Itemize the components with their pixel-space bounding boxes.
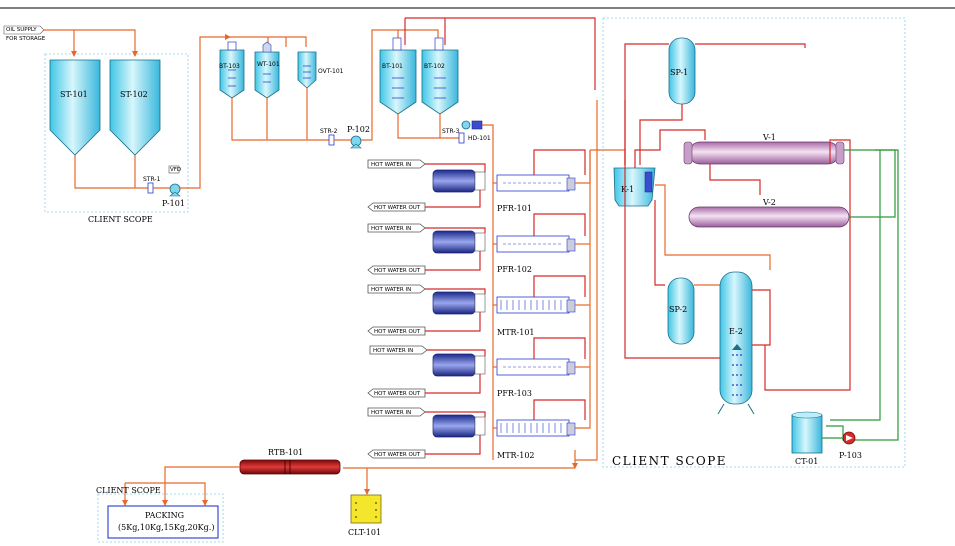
hot-water-in-label-4: HOT WATER IN [373,348,413,354]
hot-water-out-tag-5: HOT WATER OUT [367,449,426,459]
st102-label: ST-102 [120,90,148,99]
hot-water-in-tag-2: HOT WATER IN [367,223,426,233]
oil-supply-sub-label: FOR STORAGE [6,36,46,42]
reactor-pfr102: PFR-102 [432,230,576,274]
mtr101-label: MTR-101 [497,328,535,337]
bt102-label: BT-102 [424,63,445,70]
tank-ovt101: OVT-101 [297,51,344,89]
hot-water-out-label-1: HOT WATER OUT [374,205,421,211]
clt-101-tank: CLT-101 [348,494,382,537]
client-scope-box-packing [97,493,224,543]
hd101-label: HD-101 [468,135,491,142]
hot-water-in-tag-4: HOT WATER IN [369,345,428,355]
client-scope-label-storage: CLIENT SCOPE [88,215,153,224]
clt101-label: CLT-101 [348,528,381,537]
hot-water-in-label-2: HOT WATER IN [371,226,411,232]
pfr103-label: PFR-103 [497,389,532,398]
ct01-label: CT-01 [795,457,818,466]
condenser-v1: V-1 [683,133,845,165]
tank-bt102: BT-102 [421,37,459,115]
separator-sp1: SP-1 [668,37,696,105]
tank-wt101: WT-101 [254,41,280,99]
separator-sp2: SP-2 [667,277,695,345]
client-scope-label-right: CLIENT SCOPE [612,454,727,468]
p103-label: P-103 [839,451,862,460]
reactor-mtr102: MTR-102 [432,414,576,460]
v2-label: V-2 [762,198,776,207]
bt101-label: BT-101 [382,63,403,70]
client-scope-box-right [602,17,906,468]
client-scope-box-storage [44,53,189,213]
hot-water-out-label-3: HOT WATER OUT [374,329,421,335]
reactor-pfr103: PFR-103 [432,353,576,398]
hot-water-in-tag-1: HOT WATER IN [367,159,426,169]
hot-water-out-tag-2: HOT WATER OUT [367,265,426,275]
strainer-str2: STR-2 [320,128,338,146]
wt101-label: WT-101 [257,61,280,68]
pfr101-label: PFR-101 [497,204,532,213]
rtb101-label: RTB-101 [268,448,303,457]
hot-water-out-tag-4: HOT WATER OUT [367,388,426,398]
hot-water-in-label-1: HOT WATER IN [371,162,411,168]
oil-supply-inlet: OIL SUPPLY FOR STORAGE [3,25,46,42]
packing-label: PACKING [145,511,184,520]
hot-water-in-tag-3: HOT WATER IN [367,284,426,294]
st101-label: ST-101 [60,90,88,99]
hot-water-in-tag-5: HOT WATER IN [367,407,426,417]
strainer-str1: STR-1 [143,176,161,194]
pump-p103: P-103 [839,431,862,460]
pfr102-label: PFR-102 [497,265,532,274]
sp2-label: SP-2 [669,305,687,314]
bt103-label: BT-103 [219,63,240,70]
reactor-pfr101: PFR-101 [432,169,576,213]
pump-p102: P-102 [347,125,370,149]
sp1-label: SP-1 [670,68,688,77]
cooling-tower-ct01: CT-01 [791,411,823,466]
packing-station: PACKING (5Kg,10Kg,15Kg,20Kg.) [107,505,219,539]
ovt101-label: OVT-101 [318,68,344,75]
pump-p101: VFD P-101 [162,165,185,208]
mtr102-label: MTR-102 [497,451,535,460]
rtb-101: RTB-101 [239,448,341,475]
hot-water-in-label-3: HOT WATER IN [371,287,411,293]
client-scope-label-packing: CLIENT SCOPE [96,486,161,495]
hot-water-out-tag-1: HOT WATER OUT [367,202,426,212]
tank-bt101: BT-101 [379,37,417,115]
p102-label: P-102 [347,125,370,134]
str2-label: STR-2 [320,128,338,135]
k1-label: K-1 [621,185,634,194]
storage-tank-st102: ST-102 [109,59,161,156]
packing-sizes-label: (5Kg,10Kg,15Kg,20Kg.) [118,523,214,532]
tank-bt103: BT-103 [219,41,245,99]
p101-label: P-101 [162,199,185,208]
condenser-k1: K-1 [613,167,656,207]
hot-water-out-label-5: HOT WATER OUT [374,452,421,458]
hot-water-out-label-2: HOT WATER OUT [374,268,421,274]
strainer-str3: STR-3 [442,128,465,144]
str3-label: STR-3 [442,128,460,135]
condenser-v2: V-2 [688,198,850,228]
hot-water-in-label-5: HOT WATER IN [371,410,411,416]
hot-water-out-tag-3: HOT WATER OUT [367,326,426,336]
heater-hd101: HD-101 [461,120,491,142]
p101-tag-box: VFD [170,167,181,173]
e2-label: E-2 [729,327,743,336]
reactor-mtr101: MTR-101 [432,291,576,337]
storage-tank-st101: ST-101 [49,59,101,156]
hot-water-out-label-4: HOT WATER OUT [374,391,421,397]
evaporator-e2: E-2 [717,271,755,415]
v1-label: V-1 [762,133,776,142]
oil-supply-label: OIL SUPPLY [6,27,37,33]
str1-label: STR-1 [143,176,161,183]
